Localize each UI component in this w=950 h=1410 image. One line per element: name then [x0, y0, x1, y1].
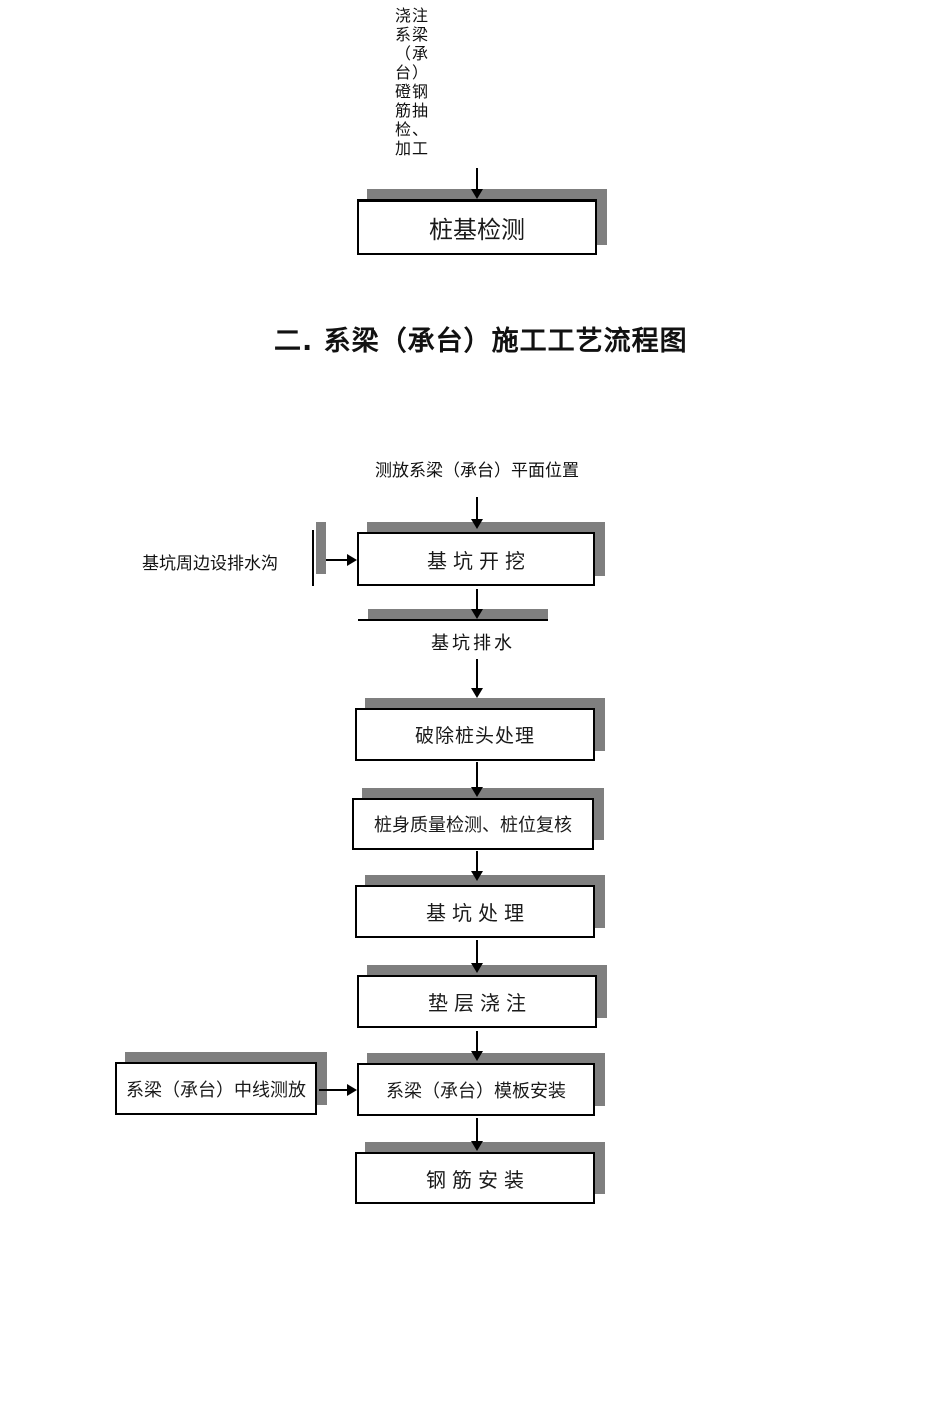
arrow-head [471, 1141, 483, 1151]
arrow-shaft [326, 559, 348, 561]
arrow-down-icon [471, 497, 483, 529]
arrow-right-icon [326, 554, 357, 566]
arrow-head [471, 609, 483, 619]
flow-box-label: 破除桩头处理 [355, 708, 595, 761]
arrow-shaft [476, 762, 478, 788]
arrow-down-icon [471, 940, 483, 973]
flow-box-pile-head-removal: 破除桩头处理 [355, 698, 605, 761]
arrow-head [471, 871, 483, 881]
arrow-head [471, 189, 483, 199]
arrow-shaft [319, 1089, 348, 1091]
side-note-box-shadow [316, 522, 326, 574]
flow-box-label: 桩基检测 [357, 199, 597, 255]
arrow-shaft [476, 940, 478, 964]
flow-box-label: 垫层浇注 [357, 975, 597, 1028]
arrow-down-icon [471, 1031, 483, 1061]
arrow-down-icon [471, 168, 483, 199]
side-note-box-edge [312, 530, 314, 586]
arrow-head [347, 1084, 357, 1096]
arrow-down-icon [471, 589, 483, 619]
side-note-drainage: 基坑周边设排水沟 [142, 554, 278, 574]
flow-box-label: 桩身质量检测、桩位复核 [352, 798, 594, 850]
arrow-shaft [476, 589, 478, 610]
arrow-down-icon [471, 851, 483, 881]
arrow-shaft [476, 659, 478, 689]
drain-step-top-rule [358, 619, 548, 621]
flow-step-pit-drainage: 基坑排水 [431, 633, 515, 654]
arrow-shaft [476, 1118, 478, 1142]
flow-box-rebar-install: 钢筋安装 [355, 1142, 605, 1204]
flow-start-label: 测放系梁（承台）平面位置 [375, 461, 579, 481]
arrow-head [471, 963, 483, 973]
flow-box-label: 系梁（承台）模板安装 [357, 1063, 595, 1116]
arrow-shaft [476, 851, 478, 872]
arrow-head [471, 1051, 483, 1061]
flow-box-pit-treatment: 基坑处理 [355, 875, 605, 938]
arrow-shaft [476, 497, 478, 520]
arrow-head [471, 787, 483, 797]
flow-box-label: 钢筋安装 [355, 1152, 595, 1204]
flow-box-formwork-install: 系梁（承台）模板安装 [357, 1053, 605, 1116]
arrow-down-icon [471, 1118, 483, 1151]
flow-box-label: 系梁（承台）中线测放 [115, 1062, 317, 1115]
arrow-shaft [476, 1031, 478, 1052]
arrow-shaft [476, 168, 478, 190]
flow-box-pile-quality-check: 桩身质量检测、桩位复核 [352, 788, 604, 850]
flow-box-pile-foundation-test: 桩基检测 [357, 189, 607, 255]
arrow-head [347, 554, 357, 566]
arrow-down-icon [471, 762, 483, 797]
flow-box-label: 基坑处理 [355, 885, 595, 938]
flow-box-pit-excavation: 基坑开挖 [357, 522, 605, 586]
arrow-right-icon [319, 1084, 357, 1096]
arrow-head [471, 519, 483, 529]
flow-box-cushion-pouring: 垫层浇注 [357, 965, 607, 1028]
section-heading: 二. 系梁（承台）施工工艺流程图 [274, 326, 688, 357]
flow-box-centerline-setout: 系梁（承台）中线测放 [115, 1052, 327, 1115]
drain-step-shadow [368, 609, 548, 619]
arrow-down-icon [471, 659, 483, 698]
arrow-head [471, 688, 483, 698]
top-wrapped-note: 浇注 系梁 （承 台） 磴钢 筋抽 检、 加工 [395, 6, 430, 158]
flow-box-label: 基坑开挖 [357, 532, 595, 586]
